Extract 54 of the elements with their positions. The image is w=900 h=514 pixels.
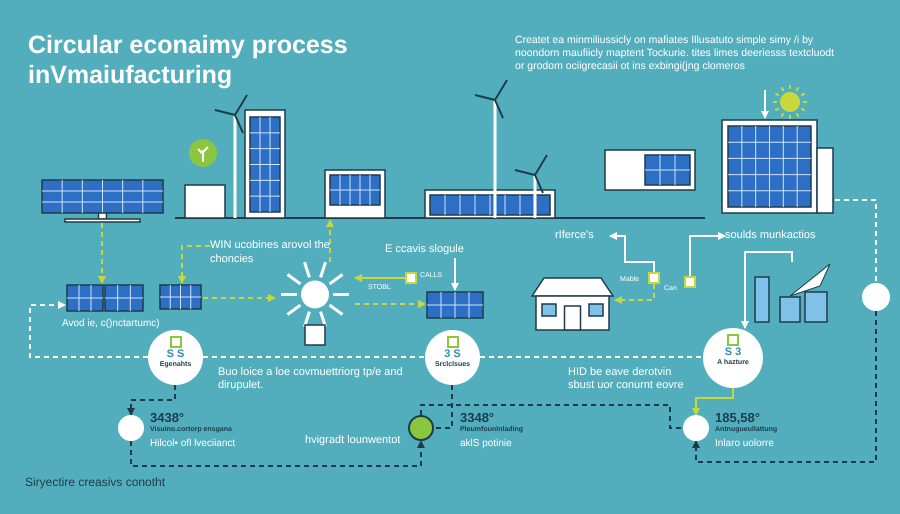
value-text: 3348° <box>460 410 496 425</box>
connector-line <box>835 199 877 283</box>
caption-text: WIN ucobines arovol the choncies <box>210 238 360 266</box>
solar-panel-drawing <box>158 283 203 313</box>
icon-circle <box>118 415 144 441</box>
caption-text: E ccavis slogule <box>385 242 475 258</box>
arrow <box>609 232 655 272</box>
arrow <box>741 251 793 329</box>
value-text: 3438° <box>150 410 186 425</box>
icon-circle <box>862 283 890 311</box>
solar-panel-drawing <box>425 290 485 322</box>
title-text: Circular econaimy process inVmaiufacturing <box>28 30 349 90</box>
office-building-drawing <box>720 118 835 215</box>
arrow <box>178 245 210 284</box>
marker-square <box>405 272 417 284</box>
step-symbols: 3 S <box>443 348 462 360</box>
arrow <box>98 223 106 284</box>
solar-panel-drawing <box>40 178 165 223</box>
arrow <box>355 300 426 308</box>
footer-text: Siryectire creasivs conotht <box>25 476 166 489</box>
caption-text: soulds munkactios <box>725 228 855 244</box>
caption-text: Hilcol• ofl lveciianct <box>150 438 236 449</box>
arrow <box>203 294 276 302</box>
arrow <box>354 274 405 282</box>
icon-circle <box>408 415 434 441</box>
note-text: HID be eave derotvin sbust uor conurnt eovre <box>568 366 685 392</box>
value-text: 185,58° <box>715 410 761 425</box>
caption-text: Inlaro uolorre <box>715 438 775 449</box>
arrow <box>614 284 655 304</box>
caption-text: rIferce's <box>555 228 610 244</box>
connector-line <box>480 356 703 358</box>
note-text: Buo loice a loe covmuettriorg tp/e and dirupulet. <box>218 366 404 392</box>
solar-panel-drawing <box>65 283 145 313</box>
caption-text: hvigradt lounwentot <box>305 434 402 447</box>
connector-line <box>203 356 425 358</box>
arrow <box>692 388 734 416</box>
icon-circle <box>683 415 709 441</box>
arrow <box>326 219 334 262</box>
caption-text: aklS potinie <box>460 438 513 449</box>
arrow <box>761 90 769 119</box>
marker-square <box>684 276 696 288</box>
description-text: Createt ea minmiliussicly on mafiates Illusatuto simple simy /i by noondorn maufiicly maptent Tockurie. tites limes deeriesss textcluodt or grodom ociigrecasii ot ins exbingi(jng clomeros <box>515 34 835 90</box>
arrow <box>692 311 877 463</box>
arrow <box>130 440 425 467</box>
step-symbols: S S <box>166 348 186 360</box>
arrow <box>451 258 459 291</box>
arrow <box>689 232 726 276</box>
arrow <box>127 385 176 416</box>
arrow <box>29 301 148 358</box>
step-symbols: S 3 <box>724 346 742 358</box>
marker-square <box>648 272 660 284</box>
connector-line <box>420 404 683 429</box>
caption-text: Avod ie, c()nctartumc) <box>62 318 161 329</box>
connector-line <box>434 385 453 429</box>
